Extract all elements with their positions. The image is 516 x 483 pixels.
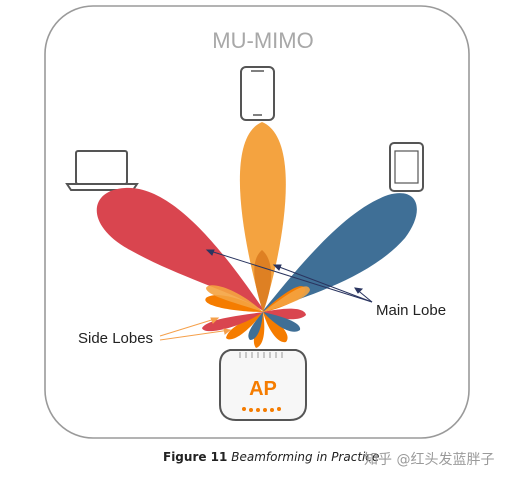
- side-lobe-arrows: [159, 317, 232, 341]
- diagram-title: MU-MIMO: [212, 28, 313, 53]
- figure-caption: Figure 11 Beamforming in Practice: [163, 450, 379, 464]
- side-lobes-label: Side Lobes: [78, 330, 153, 347]
- figure-label: Figure 11: [163, 450, 228, 464]
- main-lobe-label: Main Lobe: [376, 302, 446, 319]
- ap-label: AP: [249, 378, 277, 400]
- figure-description: Beamforming in Practice: [231, 450, 380, 464]
- main-lobe-arrows: [205, 249, 373, 303]
- tablet-icon: [389, 142, 424, 192]
- blue-main-lobe: [262, 193, 417, 312]
- access-point-icon: AP: [219, 349, 307, 421]
- red-main-lobe: [96, 187, 265, 312]
- watermark: 知乎 @红头发蓝胖子: [364, 452, 495, 468]
- smartphone-icon: [240, 66, 275, 121]
